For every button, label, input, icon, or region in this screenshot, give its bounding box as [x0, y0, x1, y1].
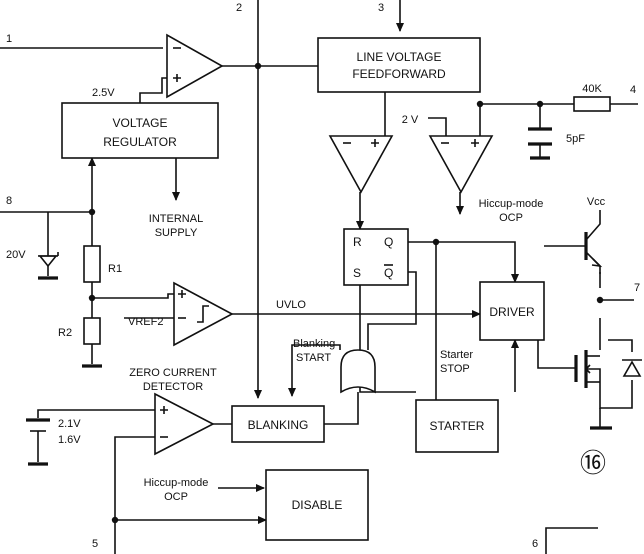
r2-label: R2	[58, 327, 72, 339]
zcd-line1: ZERO CURRENT	[129, 367, 217, 379]
resistor-40k	[573, 96, 611, 112]
resistor-r2	[83, 317, 101, 345]
blanking-start-line2: START	[296, 352, 331, 364]
zcd-comparator	[154, 392, 215, 456]
pin-2-label: 2	[236, 2, 242, 14]
ref-2-5v-label: 2.5V	[92, 87, 115, 99]
resistor-r1	[83, 245, 101, 283]
power-mosfet	[574, 350, 601, 388]
line-voltage-feedforward-block	[317, 37, 481, 93]
vref2-label: VREF2	[128, 316, 163, 328]
voltage-regulator-line2: REGULATOR	[103, 135, 177, 149]
driver-block	[479, 281, 545, 341]
starter-stop-line2: STOP	[440, 363, 470, 375]
ref-1-6v-label: 1.6V	[58, 434, 81, 446]
latch-q-label: Q	[384, 235, 393, 249]
pin-7-label: 7	[634, 282, 640, 294]
ref-2-1v-label: 2.1V	[58, 418, 81, 430]
capacitor-5pf	[528, 127, 552, 160]
starter-stop-line1: Starter	[440, 349, 473, 361]
capacitor-5pf-label: 5pF	[566, 133, 585, 145]
zcd-line2: DETECTOR	[143, 381, 203, 393]
latch-qbar-label: Q	[384, 266, 393, 280]
r1-label: R1	[108, 263, 122, 275]
ff-comparator-2	[428, 135, 494, 194]
hiccup-bottom-line2: OCP	[164, 491, 188, 503]
figure-number: ⑯	[580, 448, 606, 478]
pin-8-label: 8	[6, 195, 12, 207]
vcc-label: Vcc	[587, 196, 606, 208]
resistor-40k-label: 40K	[582, 83, 602, 95]
pin-5-label: 5	[92, 538, 98, 550]
zener-diode	[38, 252, 59, 280]
pin-3-label: 3	[378, 2, 384, 14]
disable-block	[265, 469, 369, 541]
voltage-regulator-block	[61, 102, 219, 159]
internal-supply-line2: SUPPLY	[155, 227, 198, 239]
sr-latch-block	[343, 228, 409, 286]
blanking-block	[231, 405, 325, 443]
blanking-label: BLANKING	[248, 418, 309, 432]
ref-2v-label: 2 V	[402, 114, 419, 126]
pin-4-label: 4	[630, 84, 636, 96]
feedforward-line1: LINE VOLTAGE	[357, 50, 442, 64]
voltage-regulator-line1: VOLTAGE	[113, 116, 168, 130]
zener-20v-label: 20V	[6, 249, 26, 261]
starter-label: STARTER	[430, 419, 485, 433]
body-diode	[622, 359, 642, 377]
starter-block	[415, 399, 499, 453]
latch-r-label: R	[353, 235, 362, 249]
pin-1-label: 1	[6, 33, 12, 45]
hiccup-top-line2: OCP	[499, 212, 523, 224]
latch-s-label: S	[353, 266, 361, 280]
or-gate	[340, 349, 376, 394]
input-comparator	[166, 33, 224, 99]
feedforward-line2: FEEDFORWARD	[352, 67, 446, 81]
pin-6-label: 6	[532, 538, 538, 550]
uvlo-label: UVLO	[276, 299, 306, 311]
hiccup-top-line1: Hiccup-mode	[479, 198, 544, 210]
internal-supply-line1: INTERNAL	[149, 213, 203, 225]
disable-label: DISABLE	[292, 498, 343, 512]
vcc-transistor	[584, 210, 603, 274]
ff-comparator-1	[328, 135, 394, 194]
blanking-start-line1: Blanking	[293, 338, 335, 350]
hiccup-bottom-line1: Hiccup-mode	[144, 477, 209, 489]
driver-label: DRIVER	[489, 305, 535, 319]
uvlo-comparator	[173, 281, 234, 347]
reference-source	[26, 418, 50, 466]
